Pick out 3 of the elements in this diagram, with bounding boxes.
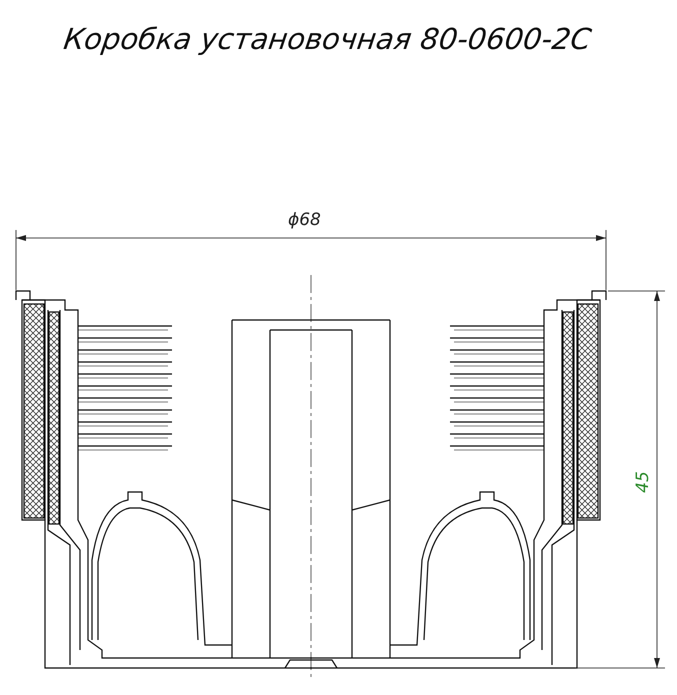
- dimension-label: ϕ68: [288, 210, 321, 230]
- title-text: Коробка установочная 80-0600-2С: [62, 22, 594, 56]
- dimension-label: 45: [632, 471, 653, 493]
